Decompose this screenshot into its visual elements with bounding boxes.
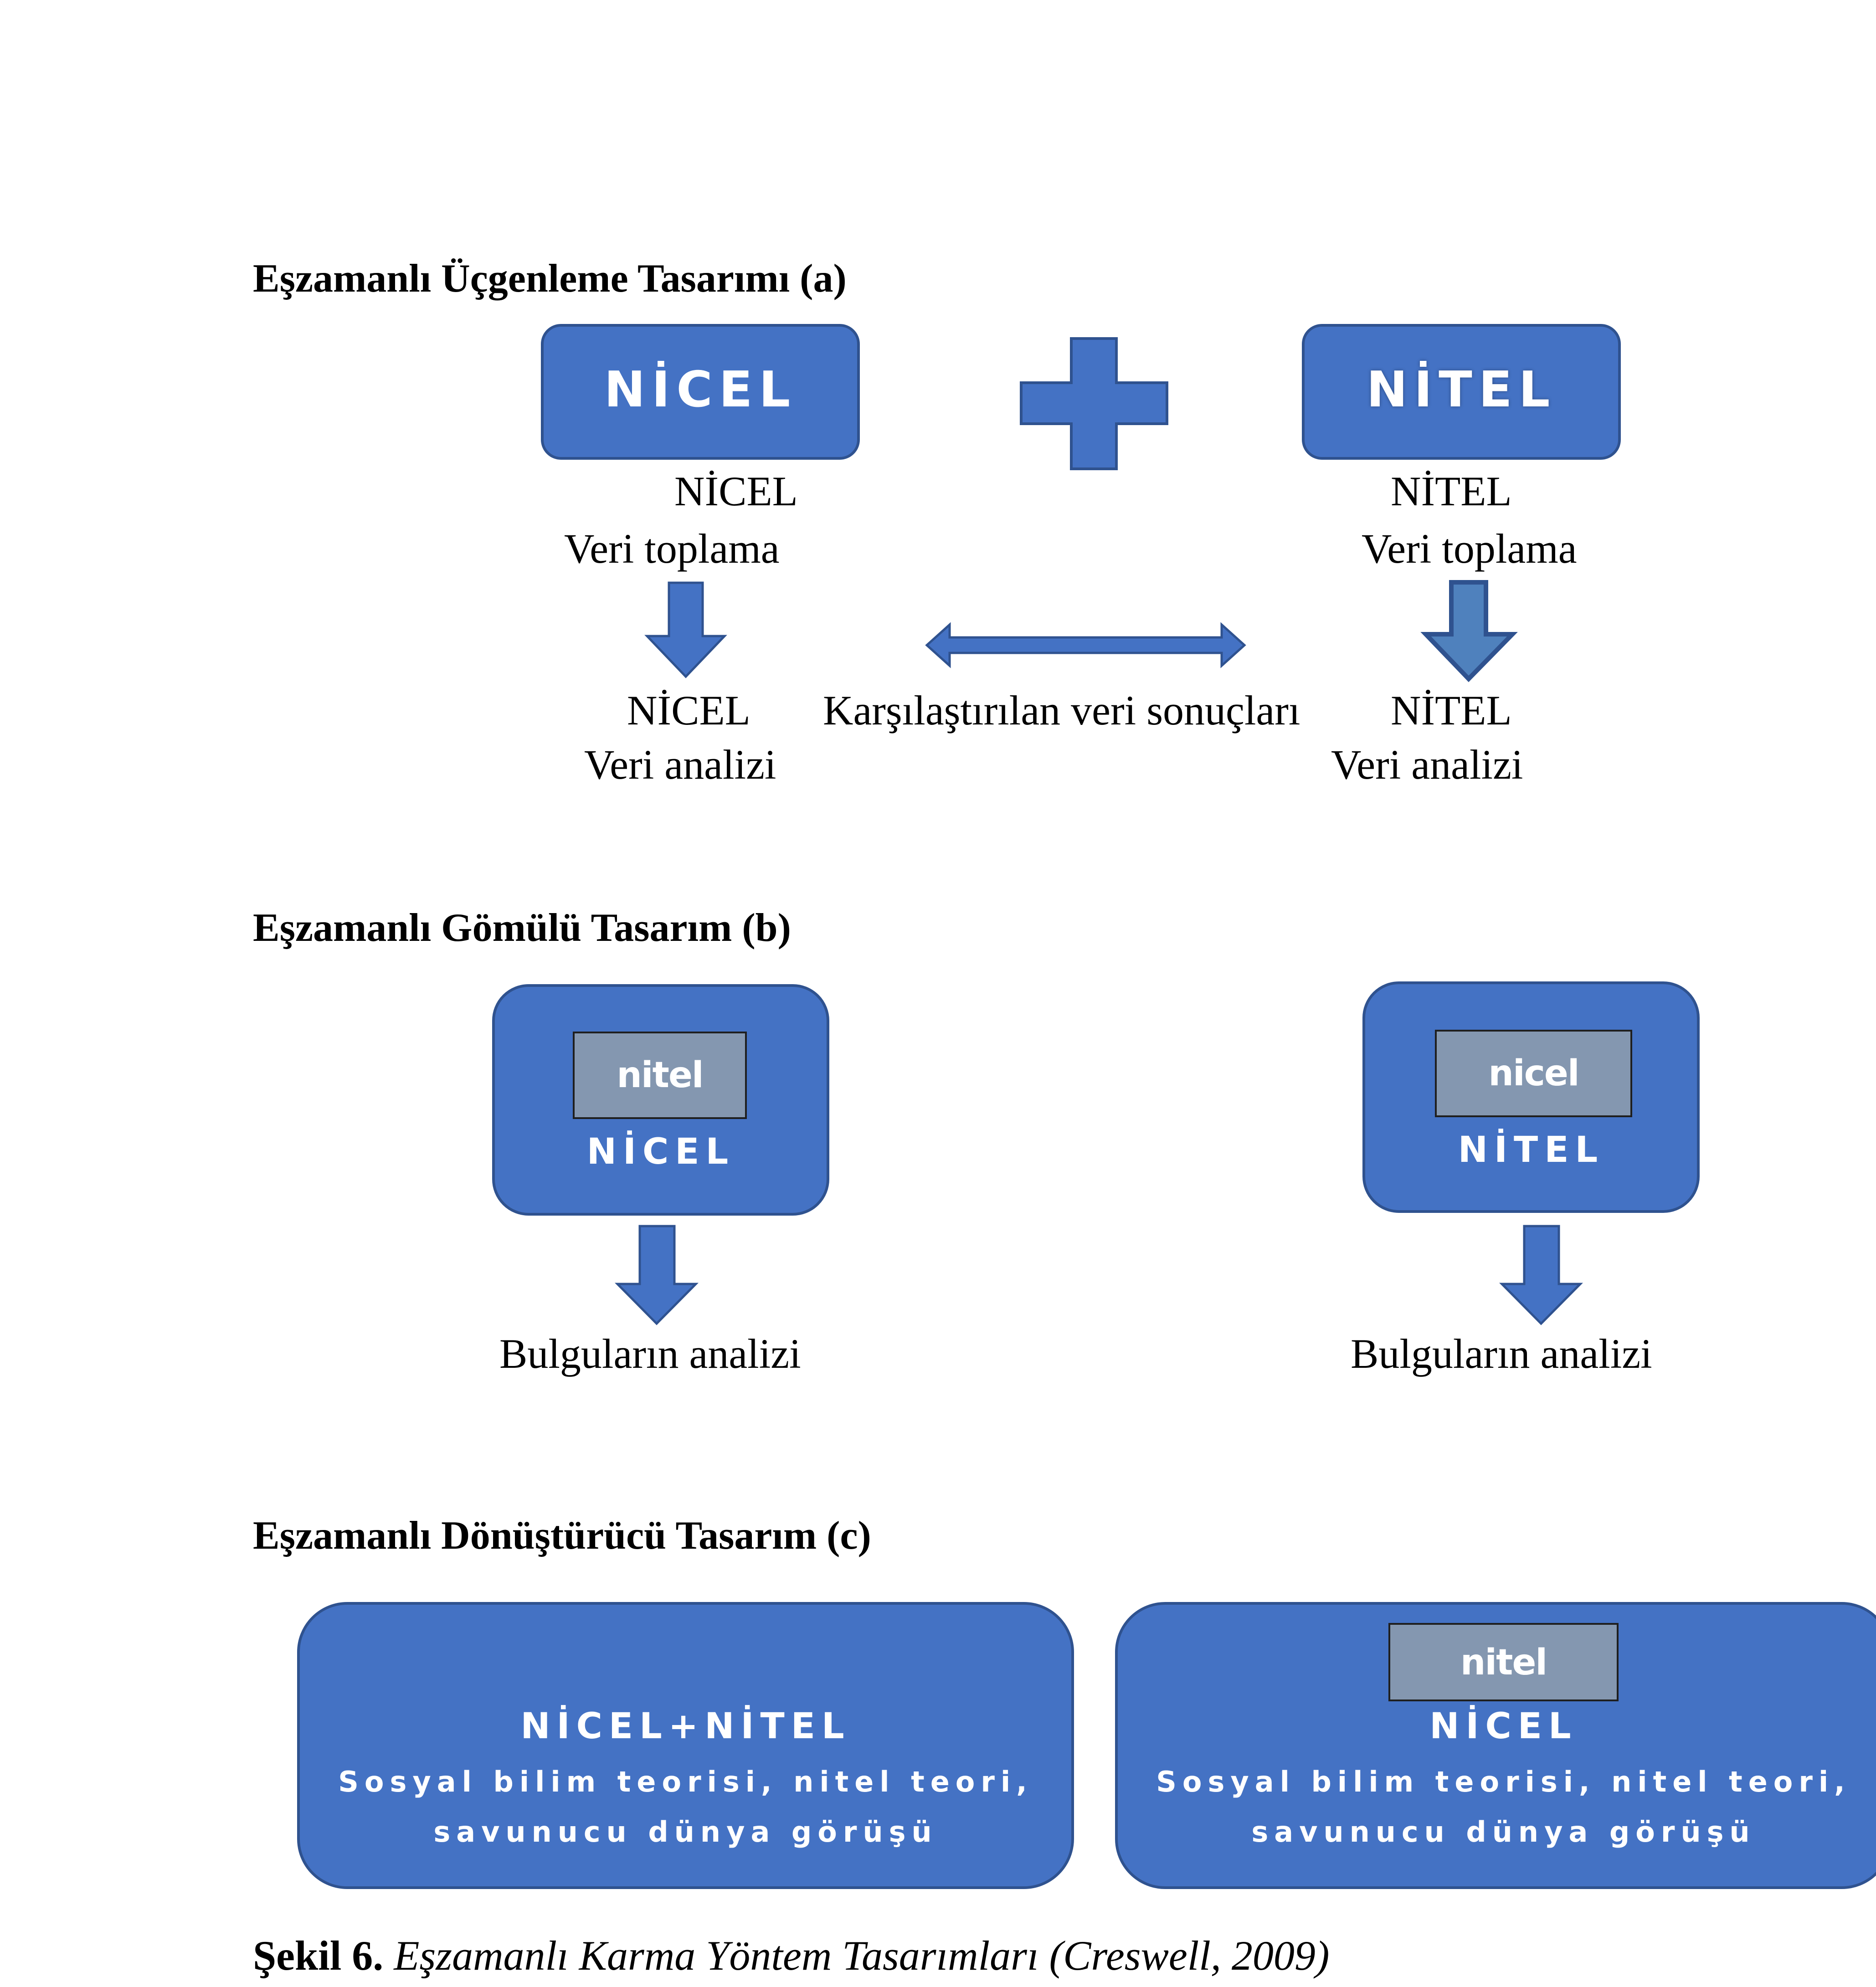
nicel-analysis-label: Veri analizi: [584, 741, 776, 788]
embedded-left-result: Bulguların analizi: [499, 1330, 801, 1377]
nitel-collect-label: Veri toplama: [1362, 525, 1577, 572]
embedded-nicel-box: nitel NİCEL: [492, 984, 829, 1216]
nicel-collect-title: NİCEL: [674, 468, 798, 514]
section-b-heading: Eşzamanlı Gömülü Tasarım (b): [253, 906, 791, 950]
transformative-nitel-inner-box: nitel: [1388, 1623, 1619, 1701]
embedded-nitel-label: NİTEL: [1458, 1130, 1604, 1171]
transformative-left-title: NİCEL+NİTEL: [520, 1706, 851, 1747]
nicel-collect-label: Veri toplama: [564, 525, 780, 572]
embedded-nitel-box: nicel NİTEL: [1362, 981, 1700, 1213]
nicel-box-label: NİCEL: [604, 361, 797, 418]
nicel-box: NİCEL: [541, 324, 860, 460]
plus-icon: [1020, 337, 1168, 470]
nitel-down-arrow-icon: [1420, 580, 1518, 683]
caption-label: Şekil 6.: [253, 1932, 384, 1979]
nicel-down-arrow-icon: [644, 581, 727, 678]
nitel-analysis-label: Veri analizi: [1331, 741, 1523, 788]
section-a-heading: Eşzamanlı Üçgenleme Tasarımı (a): [253, 257, 847, 301]
embedded-nicel-inner-box: nicel: [1435, 1030, 1632, 1117]
transformative-left-line1: Sosyal bilim teorisi, nitel teori,: [338, 1765, 1033, 1798]
embedded-right-result: Bulguların analizi: [1351, 1330, 1652, 1377]
nicel-analysis-title: NİCEL: [627, 687, 750, 734]
embedded-right-down-arrow-icon: [1499, 1225, 1583, 1325]
transformative-right-box: nitel NİCEL Sosyal bilim teorisi, nitel …: [1115, 1602, 1876, 1889]
embedded-nitel-inner-box: nitel: [573, 1032, 747, 1119]
transformative-left-box: NİCEL+NİTEL Sosyal bilim teorisi, nitel …: [297, 1602, 1074, 1889]
nitel-box-label: NİTEL: [1366, 361, 1557, 418]
transformative-right-title: NİCEL: [1429, 1706, 1578, 1747]
embedded-left-down-arrow-icon: [615, 1225, 699, 1325]
nitel-box: NİTEL: [1302, 324, 1621, 460]
embedded-nicel-label: NİCEL: [586, 1131, 735, 1172]
transformative-left-line2: savunucu dünya görüşü: [433, 1815, 938, 1848]
nitel-collect-title: NİTEL: [1391, 468, 1512, 514]
compare-double-arrow-icon: [925, 622, 1246, 668]
section-c-heading: Eşzamanlı Dönüştürücü Tasarım (c): [253, 1514, 871, 1558]
nitel-analysis-title: NİTEL: [1391, 687, 1512, 734]
compare-label: Karşılaştırılan veri sonuçları: [823, 687, 1300, 734]
transformative-right-line2: savunucu dünya görüşü: [1251, 1815, 1756, 1848]
figure-caption: Şekil 6. Eşzamanlı Karma Yöntem Tasarıml…: [253, 1935, 1330, 1977]
caption-text: Eşzamanlı Karma Yöntem Tasarımları (Cres…: [394, 1932, 1330, 1979]
transformative-right-line1: Sosyal bilim teorisi, nitel teori,: [1156, 1765, 1851, 1798]
